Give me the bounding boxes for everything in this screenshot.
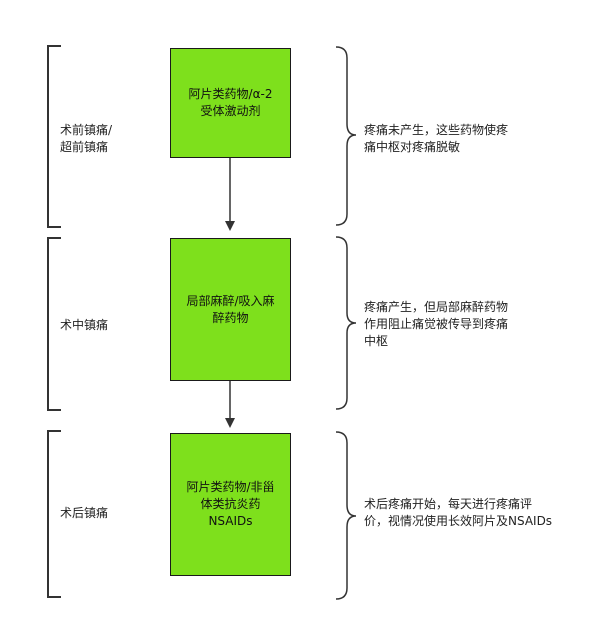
drug-box-line: 醉药物 xyxy=(212,310,249,325)
stage-label-line: 术中镇痛 xyxy=(60,318,109,332)
stage-label-line: 术后镇痛 xyxy=(60,506,109,520)
stage-bracket-left-1 xyxy=(47,45,61,228)
stage-label-line: 术前镇痛/ xyxy=(60,123,113,137)
drug-box-line: 受体激动剂 xyxy=(200,104,261,118)
curly-brace-right-1 xyxy=(335,46,357,226)
note-preop: 疼痛未产生，这些药物使疼 痛中枢对疼痛脱敏 xyxy=(364,122,564,156)
drug-box-preop: 阿片类药物/α-2 受体激动剂 xyxy=(170,48,291,158)
note-intraop: 疼痛产生，但局部麻醉药物 作用阻止痛觉被传导到疼痛 中枢 xyxy=(364,299,564,350)
stage-bracket-left-2 xyxy=(47,237,61,411)
stage-label-preop: 术前镇痛/ 超前镇痛 xyxy=(60,122,170,156)
drug-box-line: 阿片类药物/非甾 xyxy=(186,480,275,494)
stage-label-intraop: 术中镇痛 xyxy=(60,317,170,334)
drug-box-line: 阿片类药物/α-2 xyxy=(188,87,273,101)
note-line: 疼痛未产生，这些药物使疼 xyxy=(364,123,509,137)
note-line: 疼痛产生，但局部麻醉药物 xyxy=(364,300,509,314)
drug-box-line: 局部麻醉/吸入麻 xyxy=(186,293,275,308)
drug-box-line: NSAIDs xyxy=(208,514,253,528)
note-line: 作用阻止痛觉被传导到疼痛 xyxy=(364,317,509,331)
drug-box-postop: 阿片类药物/非甾 体类抗炎药 NSAIDs xyxy=(170,433,291,576)
curly-brace-right-3 xyxy=(335,431,357,600)
note-postop: 术后疼痛开始，每天进行疼痛评 价，视情况使用长效阿片及NSAIDs xyxy=(364,496,584,530)
note-line: 术后疼痛开始，每天进行疼痛评 xyxy=(364,497,533,511)
note-line: 痛中枢对疼痛脱敏 xyxy=(364,140,461,154)
drug-box-intraop: 局部麻醉/吸入麻 醉药物 xyxy=(170,238,291,381)
stage-label-line: 超前镇痛 xyxy=(60,140,109,154)
stage-bracket-left-3 xyxy=(47,430,61,598)
drug-box-line: 体类抗炎药 xyxy=(200,497,261,511)
stage-label-postop: 术后镇痛 xyxy=(60,505,170,522)
note-line: 价，视情况使用长效阿片及NSAIDs xyxy=(364,514,553,528)
note-line: 中枢 xyxy=(364,334,389,348)
curly-brace-right-2 xyxy=(335,236,357,410)
